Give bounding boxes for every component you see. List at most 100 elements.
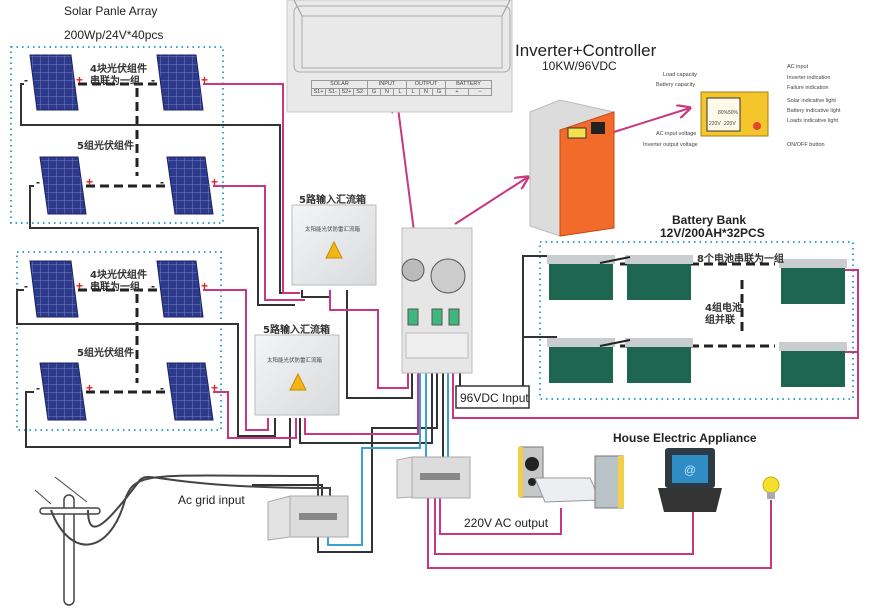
- battery: [779, 342, 847, 387]
- terminal-block: SOLAR S1+ S1- S2+ S2- INPUT G N L OUTPUT…: [311, 80, 492, 96]
- callout-onoff-button: ON/OFF button: [787, 142, 825, 148]
- batteries: [547, 255, 847, 387]
- solar-panel: [39, 156, 87, 215]
- terminal-group-label: OUTPUT: [407, 81, 445, 89]
- combiner-box-2: [254, 334, 340, 416]
- battery: [547, 255, 615, 300]
- groups-note: 5组光伏组件: [77, 141, 134, 152]
- solar-panel: [156, 260, 204, 318]
- combiner-box-1: [291, 204, 377, 286]
- terminal-group-label: BATTERY: [446, 81, 491, 89]
- callout-load-capacity: Load capacity: [663, 72, 697, 78]
- solar-panel: [29, 260, 79, 318]
- terminal-group-solar: SOLAR S1+ S1- S2+ S2-: [311, 80, 368, 96]
- series-note-line1: 4块光伏组件: [90, 64, 147, 75]
- terminal: S2+: [340, 89, 354, 95]
- terminal: S1-: [326, 89, 340, 95]
- battery-parallel-line1: 4组电池: [705, 303, 742, 314]
- arrow-to-lcd-panel: [613, 108, 690, 133]
- fan-small: [401, 258, 425, 282]
- plus-marker: +: [201, 279, 209, 293]
- terminal-group-battery: BATTERY + −: [446, 80, 492, 96]
- svg-text:@: @: [684, 463, 696, 477]
- solar-array-spec: 200Wp/24V*40pcs: [64, 28, 164, 42]
- dc-input-label: 96VDC Input: [460, 391, 529, 405]
- series-dashes: [78, 82, 775, 394]
- terminal: L: [407, 89, 420, 95]
- solar-panel: [29, 54, 79, 111]
- solar-panel: [166, 362, 214, 421]
- lcd-load-value: 80%: [718, 110, 729, 116]
- minus-marker: -: [160, 175, 164, 189]
- breaker: [431, 308, 443, 326]
- lcd-ac-in-value: 220V: [709, 121, 721, 127]
- combiner-box-title: 5路输入汇流箱: [263, 325, 330, 336]
- battery-series-note: 8个电池串联为一组: [697, 254, 784, 265]
- pink-wires: [203, 83, 859, 569]
- computer-icon: @: [658, 448, 722, 512]
- combiner-box-plate: 太阳能光伏防雷汇流箱: [267, 358, 323, 364]
- breaker: [407, 308, 419, 326]
- black-wires: [16, 83, 557, 553]
- callout-loads-light: Loads indicative light: [787, 118, 839, 124]
- breaker: [448, 308, 460, 326]
- appliances-label: House Electric Appliance: [613, 431, 757, 445]
- solar-panel: [166, 156, 214, 215]
- solar-array-title: Solar Panle Array: [64, 4, 158, 18]
- series-note-line1: 4块光伏组件: [90, 270, 147, 281]
- minus-marker: -: [151, 73, 155, 87]
- callout-failure-indication: Failure indication: [787, 85, 829, 91]
- battery-bank-title: Battery Bank: [672, 213, 747, 227]
- solar-group-border-1: [10, 46, 224, 224]
- utility-pole: [34, 474, 331, 606]
- inverter-unit: [529, 99, 615, 237]
- terminal: S2-: [356, 89, 365, 95]
- lcd-ac-out-value: 220V: [724, 121, 736, 127]
- minus-marker: -: [151, 279, 155, 293]
- plus-marker: +: [211, 381, 219, 395]
- terminal-group-label: INPUT: [368, 81, 406, 89]
- stereo-icon: [518, 446, 624, 509]
- terminal: −: [478, 89, 482, 95]
- combiner-box-plate: 太阳能光伏防雷汇流箱: [305, 227, 361, 233]
- terminal-group-input: INPUT G N L: [368, 80, 407, 96]
- plus-marker: +: [211, 175, 219, 189]
- terminal: +: [446, 89, 469, 95]
- solar-panel: [156, 54, 204, 111]
- solar-group-border-2: [16, 251, 222, 431]
- callout-battery-light: Battery indicative light: [787, 108, 841, 114]
- minus-marker: -: [24, 73, 28, 87]
- battery-bank-border: [539, 241, 854, 400]
- series-note-line2: 串联为一组: [90, 76, 140, 87]
- terminal: N: [381, 89, 394, 95]
- solar-panel: [39, 362, 87, 421]
- plus-marker: +: [76, 73, 84, 87]
- terminal: G: [368, 89, 381, 95]
- ac-grid-input-label: Ac grid input: [178, 493, 245, 507]
- arrow-to-inverter: [454, 177, 528, 225]
- blue-wires: [327, 372, 449, 546]
- combiner-box-title: 5路输入汇流箱: [299, 195, 366, 206]
- callout-inverter-indication: Inverter indication: [787, 75, 831, 81]
- output-distribution-box: [396, 456, 471, 499]
- plus-marker: +: [86, 381, 94, 395]
- callout-battery-capacity: Battery capacity: [656, 82, 696, 88]
- ac-output-label: 220V AC output: [464, 516, 549, 530]
- dc-input-label-box: [455, 385, 530, 409]
- groups-note: 5组光伏组件: [77, 348, 134, 359]
- battery: [779, 259, 847, 304]
- minus-marker: -: [36, 175, 40, 189]
- battery-bank-spec: 12V/200AH*32PCS: [660, 226, 765, 240]
- terminal: L: [398, 89, 402, 95]
- terminal: S1+: [312, 89, 326, 95]
- callout-solar-light: Solar indicative light: [787, 98, 836, 104]
- inverter-spec: 10KW/96VDC: [542, 59, 617, 73]
- callout-inverter-output-voltage: Inverter output voltage: [643, 142, 698, 148]
- minus-marker: -: [160, 381, 164, 395]
- plus-marker: +: [86, 175, 94, 189]
- terminal: G: [436, 89, 442, 95]
- terminal: N: [420, 89, 433, 95]
- lcd-battery-value: 50%: [728, 110, 739, 116]
